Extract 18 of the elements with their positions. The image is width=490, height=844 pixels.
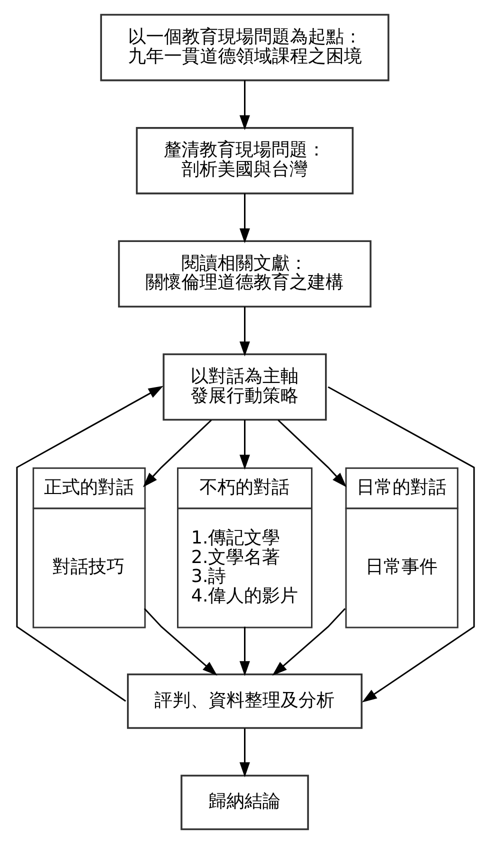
arrow	[239, 306, 250, 356]
arrow	[239, 728, 250, 778]
arrow	[239, 420, 250, 470]
node-box: 歸納結論	[180, 774, 308, 830]
arrow	[16, 386, 163, 702]
arrow	[277, 420, 346, 488]
node-box: 以對話為主軸 發展行動策略	[162, 353, 326, 421]
arrow	[143, 608, 217, 676]
arrow	[272, 608, 346, 676]
node-box: 評判、資料整理及分析	[126, 673, 362, 729]
node-box: 閱讀相關文獻： 關懷倫理道德教育之建構	[118, 240, 371, 308]
node-box: 釐清教育現場問題： 剖析美國與台灣	[135, 127, 354, 194]
arrow	[239, 193, 250, 244]
arrow	[327, 386, 474, 702]
arrow	[239, 80, 250, 130]
arrow	[239, 626, 250, 676]
arrow	[142, 420, 212, 488]
node-box: 以一個教育現場問題為起點： 九年一貫道德領域課程之困境	[100, 14, 389, 82]
